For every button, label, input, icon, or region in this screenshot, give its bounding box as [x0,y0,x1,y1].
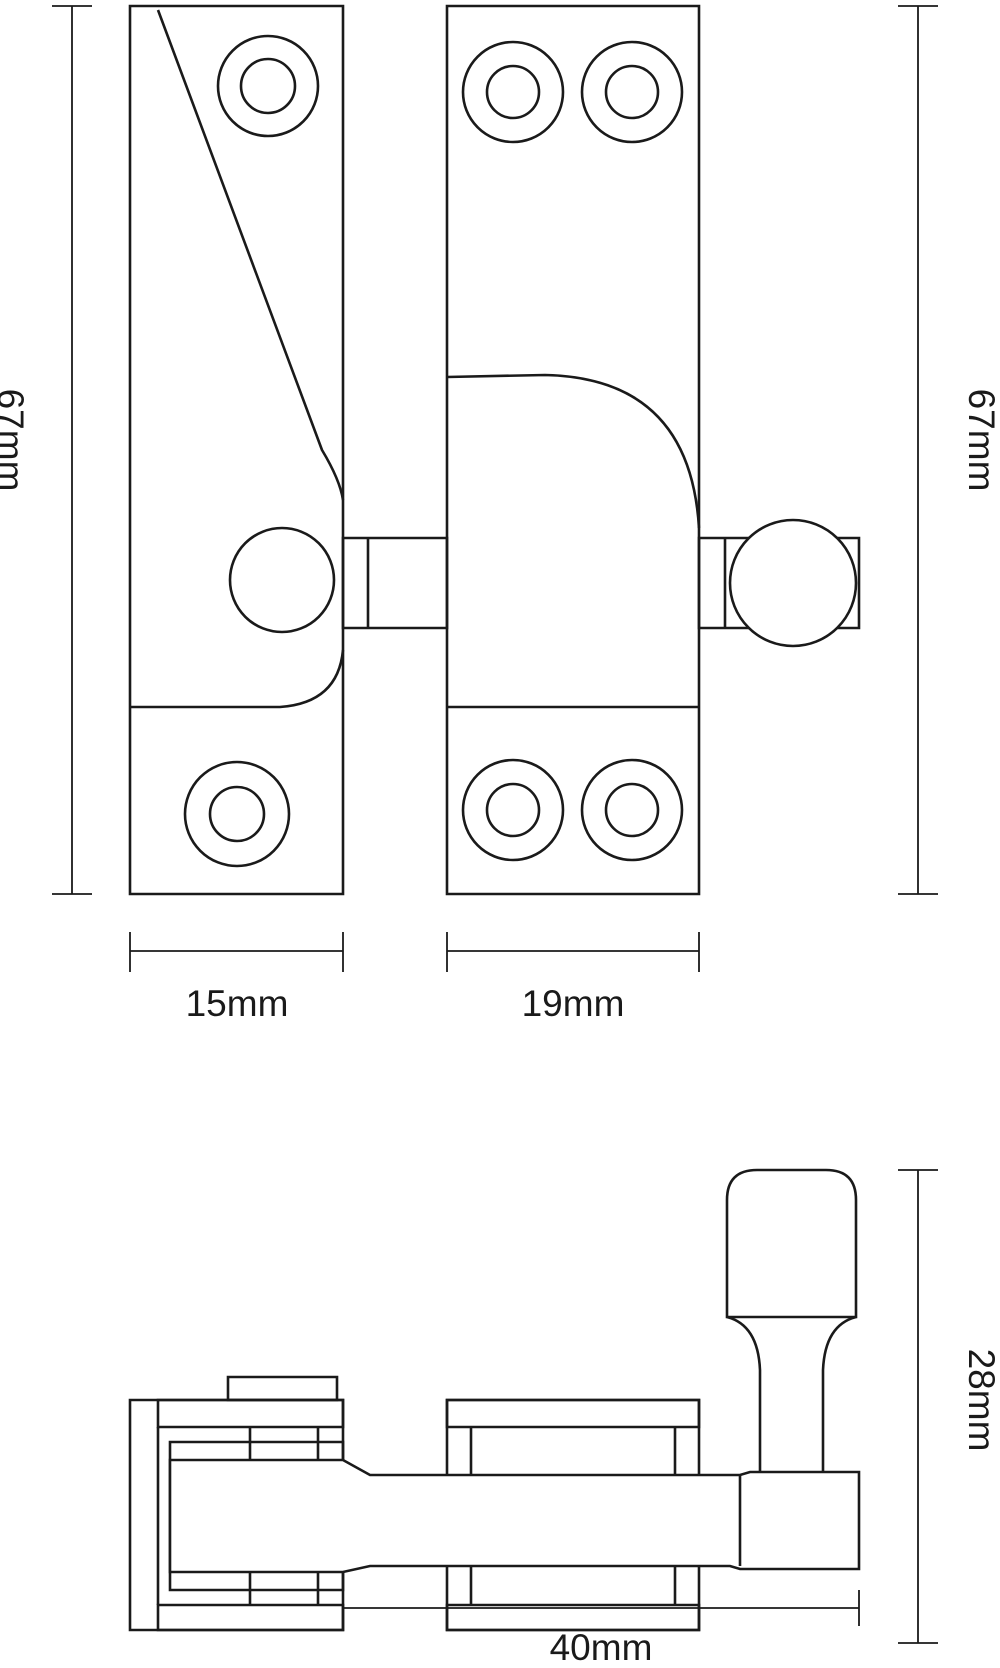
left-plate-bevel-line [158,10,343,500]
side-bar [170,1460,859,1572]
right-height-label: 67mm [961,389,1000,492]
dimension-right-height: 67mm [898,6,1000,894]
dimension-projection-height: 28mm [898,1170,1000,1643]
knob [730,520,856,646]
dimension-overall-length-line: 40mm [343,1590,859,1668]
side-knob-head [727,1170,856,1317]
right-catch-plate [447,6,699,894]
side-knob-stem-left [727,1317,760,1475]
dimension-left-height: 67mm [0,6,92,894]
left-height-label: 67mm [0,389,31,492]
left-plate-outline [130,6,343,894]
projection-height-label: 28mm [961,1349,1000,1452]
right-plate-curve [447,375,699,528]
side-knob [727,1170,856,1475]
left-keeper-plate [130,6,343,894]
screw-hole-left-top [218,36,318,136]
side-knob-stem-right [823,1317,856,1475]
overall-length-label: 40mm [550,1627,653,1668]
right-width-label: 19mm [522,983,625,1024]
front-view: 67mm 67mm 15mm 19mm [0,6,1000,1024]
screw-hole-right-top-1 [463,42,563,142]
dimension-left-width: 15mm [130,932,343,1024]
screw-hole-right-bottom-1 [463,760,563,860]
side-view: 28mm [130,1170,1000,1643]
connecting-arm [343,538,447,628]
right-plate-outline [447,6,699,894]
dimension-right-width: 19mm [447,932,699,1024]
left-plate-curve [130,650,343,707]
screw-hole-left-bottom [185,762,289,866]
left-width-label: 15mm [186,983,289,1024]
screw-hole-right-top-2 [582,42,682,142]
left-pivot-boss [230,528,334,632]
knob-assembly [699,520,859,646]
screw-hole-right-bottom-2 [582,760,682,860]
